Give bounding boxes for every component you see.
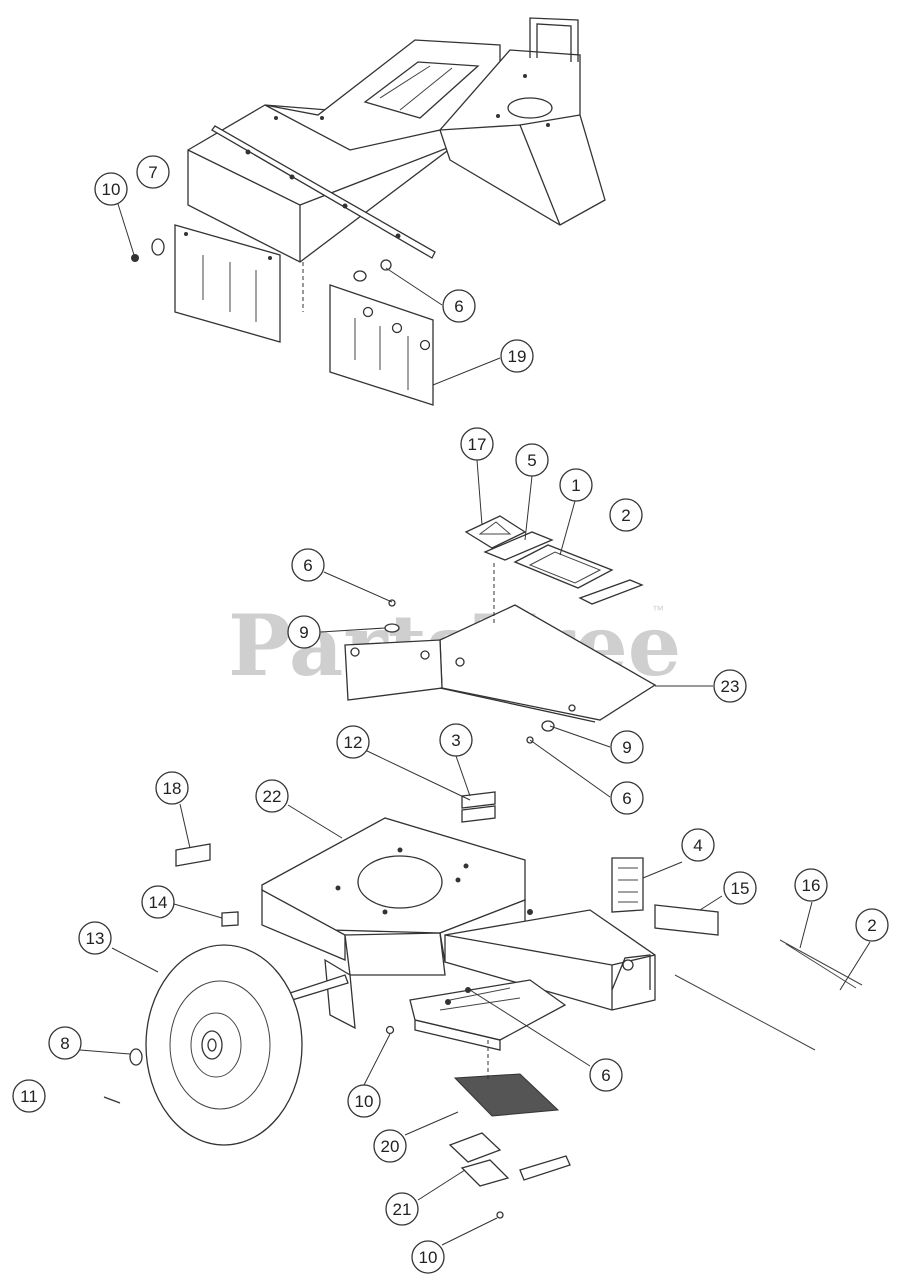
svg-text:15: 15	[731, 879, 750, 898]
callout-7: 7	[136, 155, 170, 189]
callout-13: 13	[78, 921, 112, 955]
callout-22: 22	[255, 779, 289, 813]
svg-text:20: 20	[381, 1137, 400, 1156]
svg-text:16: 16	[802, 876, 821, 895]
callout-18: 18	[155, 771, 189, 805]
svg-text:4: 4	[693, 836, 702, 855]
svg-text:1: 1	[571, 476, 580, 495]
svg-text:13: 13	[86, 929, 105, 948]
svg-text:7: 7	[148, 163, 157, 182]
callout-10: 10	[411, 1240, 445, 1274]
callout-19: 19	[500, 339, 534, 373]
callout-17: 17	[460, 427, 494, 461]
callout-1: 1	[559, 468, 593, 502]
callout-5: 5	[515, 443, 549, 477]
svg-text:3: 3	[451, 731, 460, 750]
leader-lines	[79, 203, 871, 1246]
svg-text:2: 2	[621, 506, 630, 525]
svg-text:6: 6	[303, 556, 312, 575]
svg-text:11: 11	[20, 1087, 38, 1106]
svg-text:12: 12	[344, 733, 363, 752]
callout-6: 6	[589, 1058, 623, 1092]
callout-21: 21	[385, 1192, 419, 1226]
callout-16: 16	[794, 868, 828, 902]
callout-3: 3	[439, 723, 473, 757]
svg-text:6: 6	[454, 297, 463, 316]
svg-text:9: 9	[622, 738, 631, 757]
part-plates-21	[385, 1025, 571, 1219]
callout-6: 6	[610, 781, 644, 815]
svg-text:21: 21	[393, 1200, 412, 1219]
callout-6: 6	[442, 289, 476, 323]
svg-text:8: 8	[60, 1034, 69, 1053]
svg-text:17: 17	[468, 435, 487, 454]
watermark-trademark: ™	[652, 603, 664, 617]
callout-4: 4	[681, 828, 715, 862]
svg-text:6: 6	[622, 789, 631, 808]
svg-text:2: 2	[867, 916, 876, 935]
part-decals-upper	[464, 515, 644, 605]
callouts: 7 10 6 19 17 5 1 2 6 9 23 9 12 3 6 18 22…	[12, 155, 889, 1274]
part-hopper-chute	[187, 17, 606, 263]
callout-9: 9	[610, 730, 644, 764]
svg-text:19: 19	[508, 347, 527, 366]
svg-text:10: 10	[102, 180, 121, 199]
svg-text:23: 23	[721, 677, 740, 696]
callout-2: 2	[609, 498, 643, 532]
callout-10: 10	[347, 1084, 381, 1118]
callout-15: 15	[723, 871, 757, 905]
part-wheel-13	[103, 944, 303, 1146]
callout-23: 23	[713, 669, 747, 703]
svg-text:18: 18	[163, 779, 182, 798]
callout-12: 12	[336, 725, 370, 759]
callout-9: 9	[287, 615, 321, 649]
callout-14: 14	[141, 885, 175, 919]
svg-text:10: 10	[355, 1092, 374, 1111]
part-cover-23	[344, 599, 657, 744]
part-main-frame-22	[261, 817, 656, 1051]
part-screen-20	[453, 1073, 560, 1117]
svg-text:5: 5	[527, 451, 536, 470]
callout-20: 20	[373, 1129, 407, 1163]
callout-11: 11	[12, 1079, 46, 1113]
callout-6: 6	[291, 548, 325, 582]
svg-text:6: 6	[601, 1066, 610, 1085]
svg-text:10: 10	[419, 1248, 438, 1267]
svg-text:9: 9	[299, 623, 308, 642]
part-frame-decals	[175, 791, 863, 1051]
part-right-flap-19	[329, 259, 434, 406]
part-left-flap	[131, 224, 281, 343]
callout-2: 2	[855, 908, 889, 942]
callout-8: 8	[48, 1026, 82, 1060]
callout-10: 10	[94, 172, 128, 206]
svg-text:22: 22	[263, 787, 282, 806]
svg-text:14: 14	[149, 893, 168, 912]
